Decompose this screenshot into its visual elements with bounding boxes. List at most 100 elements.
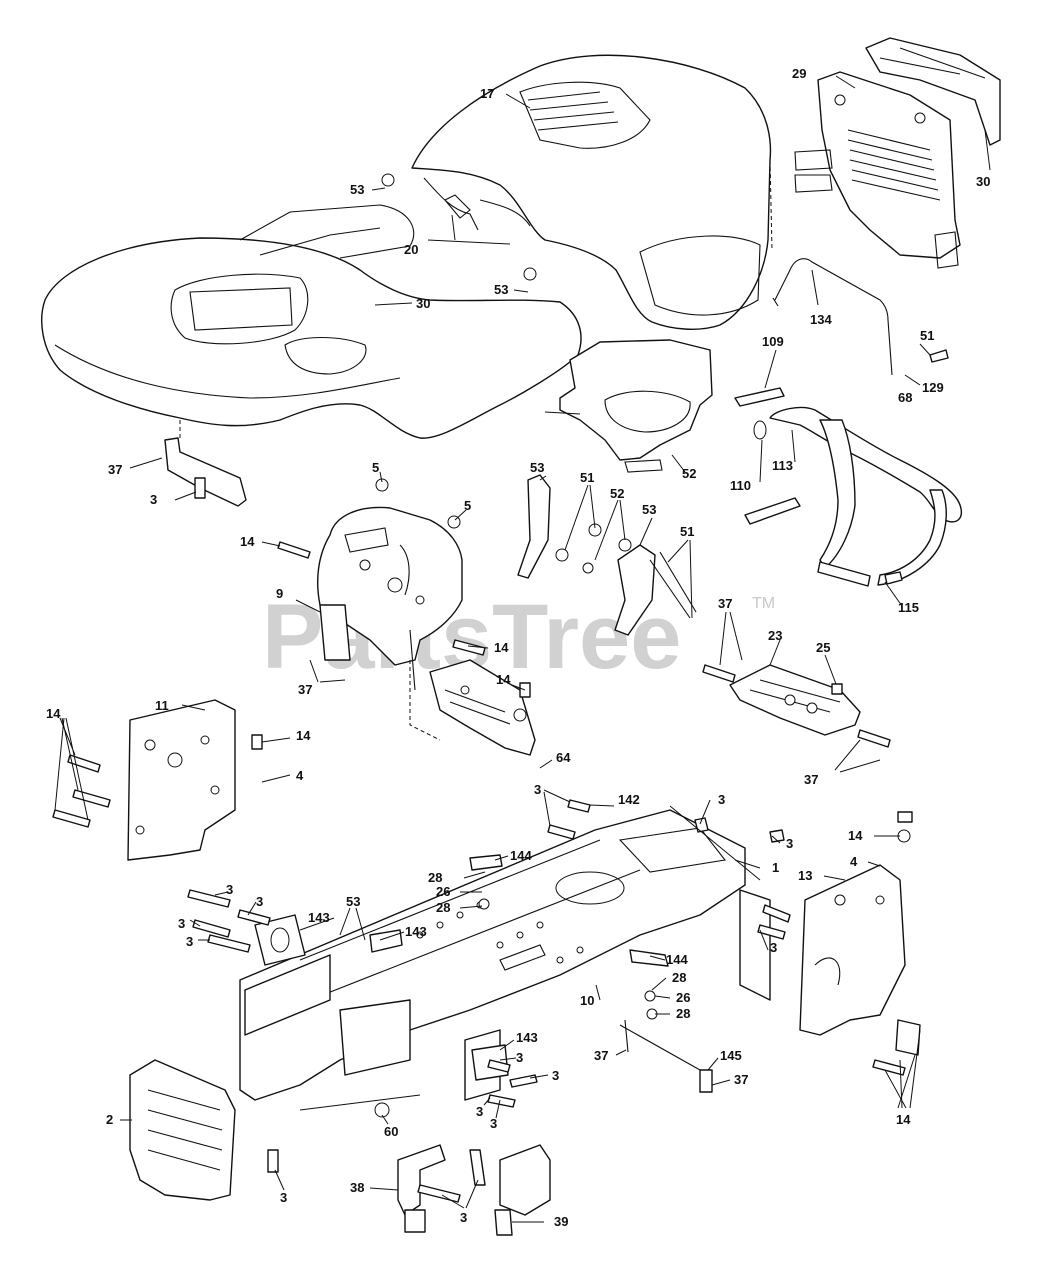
callout-14-g: 14 <box>896 1112 911 1127</box>
part-hood <box>411 54 773 330</box>
callout-4-b: 4 <box>850 854 858 869</box>
hardware-bolts <box>52 173 949 1203</box>
callout-28: 29 <box>792 66 806 81</box>
callout-3-k: 3 <box>552 1068 559 1083</box>
callout-14-a: 14 <box>240 534 255 549</box>
part-grille <box>794 71 961 269</box>
callout-3-n: 3 <box>280 1190 287 1205</box>
callout-3-i: 3 <box>770 940 777 955</box>
callout-52: 52 <box>610 486 624 501</box>
part-battery-tray <box>544 339 713 473</box>
callout-74: 60 <box>384 1124 398 1139</box>
callout-26-d: 28 <box>676 1006 690 1021</box>
watermark-tm: TM <box>752 595 775 612</box>
callout-3-b: 3 <box>534 782 541 797</box>
callout-64: 64 <box>556 750 571 765</box>
callout-18: 20 <box>404 242 418 257</box>
part-bumper <box>865 37 1001 146</box>
callout-14-c: 14 <box>496 672 511 687</box>
callout-37-c: 37 <box>804 772 818 787</box>
callout-37-d: 37 <box>594 1048 608 1063</box>
part-steering-support <box>409 659 536 756</box>
callout-145: 145 <box>720 1048 742 1063</box>
callout-14-b: 14 <box>494 640 509 655</box>
callout-labels: 17 29 30 53 20 30 53 134 51 129 68 109 5… <box>46 66 990 1229</box>
callout-144-a: 144 <box>510 848 532 863</box>
callout-3-g: 3 <box>178 916 185 931</box>
part-brackets-53 <box>517 474 697 636</box>
callout-109: 109 <box>762 334 784 349</box>
callout-14-e: 14 <box>296 728 311 743</box>
callout-13: 13 <box>798 868 812 883</box>
callout-20: 23 <box>768 628 782 643</box>
part-dash-panel <box>317 506 463 691</box>
callout-3-o: 3 <box>460 1210 467 1225</box>
callout-25-a: 26 <box>436 884 450 899</box>
callout-30: 30 <box>416 296 430 311</box>
callout-10: 10 <box>580 993 594 1008</box>
part-seat-frame <box>744 406 962 587</box>
part-main-frame <box>239 809 771 1111</box>
callout-142-b: 143 <box>516 1030 538 1045</box>
callout-57-b: 51 <box>680 524 694 539</box>
callout-140: 142 <box>618 792 640 807</box>
callout-14-f: 14 <box>848 828 863 843</box>
callout-3-c: 3 <box>718 792 725 807</box>
callout-60-b: 53 <box>494 282 508 297</box>
callout-26-c: 28 <box>672 970 686 985</box>
callout-31: 37 <box>108 462 122 477</box>
part-fender-deck <box>41 204 582 439</box>
part-side-panel-11 <box>127 699 236 861</box>
callout-3-l: 3 <box>476 1104 483 1119</box>
callout-143: 143 <box>405 924 427 939</box>
part-side-panel-13 <box>799 864 906 1036</box>
callout-60-c: 53 <box>346 894 360 909</box>
callout-23: 25 <box>816 640 830 655</box>
leader-lines <box>54 75 991 1223</box>
callout-39: 39 <box>554 1214 568 1229</box>
callout-3-e: 3 <box>226 882 233 897</box>
callout-3-h: 3 <box>186 934 193 949</box>
callout-3-j: 3 <box>516 1050 523 1065</box>
callout-129: 129 <box>922 380 944 395</box>
callout-60-a: 53 <box>350 182 364 197</box>
callout-3-a: 3 <box>150 492 157 507</box>
part-front-plate <box>129 1059 236 1201</box>
part-axle-brackets <box>254 854 669 1081</box>
callout-5-b: 5 <box>464 498 471 513</box>
callout-29: 30 <box>976 174 990 189</box>
callout-26-a: 28 <box>428 870 442 885</box>
callout-26-b: 28 <box>436 900 450 915</box>
callout-144-b: 144 <box>666 952 688 967</box>
callout-68: 68 <box>898 390 912 405</box>
callout-53-b: 53 <box>642 502 656 517</box>
callout-53-a: 53 <box>530 460 544 475</box>
callout-110: 110 <box>730 478 751 493</box>
callout-113: 113 <box>772 458 793 473</box>
part-hood-rod <box>772 258 893 376</box>
callout-38: 38 <box>350 1180 364 1195</box>
callout-58: 52 <box>682 466 696 481</box>
callout-142-a: 143 <box>308 910 330 925</box>
callout-37-a: 37 <box>298 682 312 697</box>
callout-14-d: 14 <box>46 706 61 721</box>
callout-115: 115 <box>898 600 919 615</box>
part-bracket-39 <box>494 1144 551 1236</box>
callout-1: 1 <box>772 860 779 875</box>
part-pin <box>734 387 785 407</box>
callout-37-e: 37 <box>734 1072 748 1087</box>
part-footrest <box>729 664 861 736</box>
callout-4-a: 4 <box>296 768 304 783</box>
callout-134: 134 <box>810 312 832 327</box>
callout-3-f: 3 <box>256 894 263 909</box>
callout-51: 51 <box>580 470 594 485</box>
callout-9: 9 <box>276 586 283 601</box>
callout-2: 2 <box>106 1112 113 1127</box>
callout-25-b: 26 <box>676 990 690 1005</box>
part-link-rod <box>619 1019 706 1091</box>
callout-5-a: 5 <box>372 460 379 475</box>
part-bracket-31 <box>164 420 247 507</box>
callout-3-m: 3 <box>490 1116 497 1131</box>
callout-57: 51 <box>920 328 934 343</box>
